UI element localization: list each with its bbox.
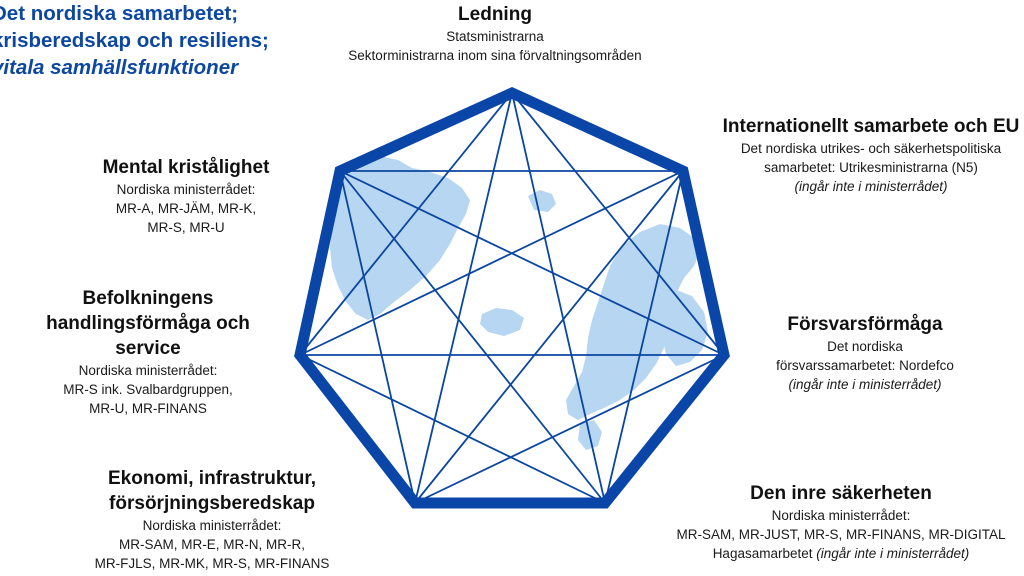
section-heading: Ledning	[458, 4, 532, 25]
section-heading: Den inre säkerheten	[750, 483, 932, 504]
section-line: MR-U, MR-FINANS	[89, 401, 207, 416]
section-line: MR-FJLS, MR-MK, MR-S, MR-FINANS	[94, 556, 330, 571]
section-line: MR-S, MR-U	[147, 220, 225, 235]
section-line: försvarssamarbetet: Nordefco	[776, 358, 954, 373]
star-line	[339, 170, 416, 504]
star-line	[414, 354, 725, 504]
section-note: (ingår inte i ministerrådet)	[794, 179, 948, 194]
section-line: samarbetet: Utrikesministrarna (N5)	[764, 160, 978, 175]
section-inre: Den inre säkerheten Nordiska ministerråd…	[672, 481, 1010, 563]
star-lines	[299, 92, 725, 504]
star-line	[511, 92, 725, 356]
section-note: (ingår inte i ministerrådet)	[816, 546, 970, 561]
section-heading: Internationellt samarbete och EU	[722, 116, 1020, 137]
star-line	[339, 170, 606, 504]
section-line: MR-S ink. Svalbardgruppen,	[63, 382, 233, 397]
section-line: Det nordiska utrikes- och säkerhetspolit…	[740, 141, 1002, 156]
section-line: Nordiska ministerrådet:	[142, 518, 282, 533]
section-line: Nordiska ministerrådet:	[78, 363, 218, 378]
section-internationellt: Internationellt samarbete och EU Det nor…	[706, 114, 1024, 196]
star-line	[414, 170, 684, 504]
map-iceland	[480, 308, 524, 336]
star-line	[604, 170, 684, 504]
section-line: Statsministrarna	[446, 29, 544, 44]
section-forsvar: Försvarsförmåga Det nordiska försvarssam…	[752, 312, 978, 394]
section-heading: Ekonomi, infrastruktur,	[108, 468, 316, 489]
section-ledning: Ledning Statsministrarna Sektorministrar…	[325, 2, 665, 65]
star-line	[299, 170, 684, 356]
section-heading: service	[115, 338, 181, 359]
heptagon-outline	[294, 86, 730, 509]
map-finland	[660, 290, 708, 366]
section-befolkning: Befolkningens handlingsförmåga och servi…	[26, 286, 270, 418]
section-heading: handlingsförmåga och	[46, 313, 250, 334]
section-heading: försörjningsberedskap	[109, 493, 315, 514]
section-mental: Mental kristålighet Nordiska ministerråd…	[76, 155, 296, 237]
map-greenland	[330, 156, 470, 320]
section-note: (ingår inte i ministerrådet)	[788, 377, 942, 392]
star-line	[511, 92, 606, 504]
section-line: Nordiska ministerrådet:	[116, 182, 256, 197]
star-line	[339, 170, 725, 356]
star-line	[299, 354, 606, 504]
section-ekonomi: Ekonomi, infrastruktur, försörjningsbere…	[76, 466, 348, 573]
section-line: MR-SAM, MR-JUST, MR-S, MR-FINANS, MR-DIG…	[676, 527, 1006, 542]
section-line: Hagasamarbetet (ingår inte i ministerråd…	[672, 544, 1010, 563]
section-heading: Mental kristålighet	[102, 157, 270, 178]
map-svalbard	[528, 190, 556, 212]
diagram-title: Det nordiska samarbetet; krisberedskap o…	[0, 0, 312, 81]
section-line: Nordiska ministerrådet:	[771, 508, 911, 523]
map-scandinavia	[566, 224, 700, 420]
star-line	[414, 92, 513, 504]
star-line	[299, 92, 513, 356]
section-heading: Försvarsförmåga	[787, 314, 943, 335]
section-heading: Befolkningens	[82, 288, 214, 309]
title-line-2: krisberedskap och resiliens;	[0, 29, 269, 52]
section-text: Hagasamarbetet	[712, 546, 817, 561]
section-line: MR-A, MR-JÄM, MR-K,	[115, 201, 257, 216]
title-line-3: vitala samhällsfunktioner	[0, 56, 239, 79]
section-line: MR-SAM, MR-E, MR-N, MR-R,	[119, 537, 305, 552]
title-line-1: Det nordiska samarbetet;	[0, 2, 239, 25]
section-line: Det nordiska	[827, 339, 903, 354]
section-line: Sektorministrarna inom sina förvaltnings…	[348, 48, 642, 63]
